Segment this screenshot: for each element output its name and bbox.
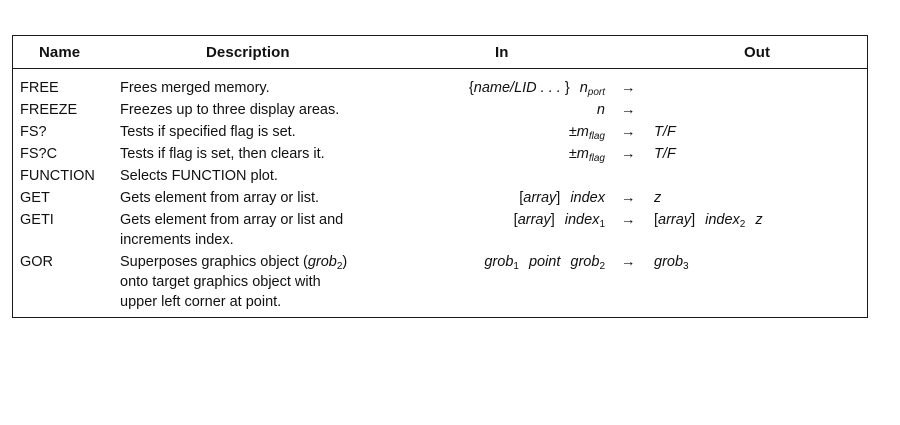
arg-m: m [576, 124, 589, 140]
result-grob-subscript: 3 [683, 261, 689, 272]
command-name: GET [20, 190, 50, 206]
description-text: ) [342, 254, 348, 270]
bracket-open: [ [519, 190, 524, 206]
output-args: grob3 [654, 252, 689, 272]
result-tf: T/F [654, 146, 676, 162]
result-array: array [658, 212, 692, 228]
arg-index: index [570, 190, 605, 206]
arrow: → [621, 190, 636, 206]
result-z: z [654, 190, 662, 206]
header-out: Out [744, 44, 771, 61]
command-name: FS?C [20, 146, 58, 162]
command-table: Name Description In Out FREE Frees merge… [12, 35, 868, 318]
arg-grob-subscript: 1 [513, 261, 519, 272]
table-header: Name Description In Out [13, 36, 867, 69]
arrow: → [621, 102, 636, 118]
header-description: Description [206, 44, 290, 61]
description-grob: grob [307, 254, 337, 270]
command-description: Freezes up to three display areas. [120, 100, 395, 120]
brace-close: } [564, 80, 570, 96]
result-grob: grob [654, 254, 684, 270]
arg-n: n [596, 102, 605, 118]
command-name: FS? [20, 124, 47, 140]
arg-index: index [564, 212, 600, 228]
description-line: Freezes up to three display areas. [120, 102, 340, 118]
bracket-open: [ [513, 212, 518, 228]
plus-minus: ± [568, 124, 577, 140]
command-description: Gets element from array or list and incr… [120, 210, 395, 250]
input-args: ±mflag [569, 122, 605, 142]
description-line: Selects FUNCTION plot. [120, 168, 278, 184]
bracket-close: ] [556, 190, 561, 206]
command-description: Tests if specified flag is set. [120, 122, 395, 142]
input-args: {name/LID . . . } nport [469, 78, 605, 98]
bracket-close: ] [691, 212, 696, 228]
arg-array: array [517, 212, 551, 228]
input-args: [array] index1 [514, 210, 605, 230]
arg-n: n [579, 80, 588, 96]
arg-m-subscript: flag [588, 153, 605, 164]
arg-grob: grob [570, 254, 600, 270]
arg-m: m [576, 146, 589, 162]
description-line: Tests if flag is set, then clears it. [120, 146, 325, 162]
description-line: upper left corner at point. [120, 294, 282, 310]
input-args: ±mflag [569, 144, 605, 164]
plus-minus: ± [568, 146, 577, 162]
arrow: → [621, 146, 636, 162]
description-line: increments index. [120, 232, 234, 248]
command-description: Selects FUNCTION plot. [120, 166, 395, 186]
command-description: Tests if flag is set, then clears it. [120, 144, 395, 164]
command-name: FREEZE [20, 102, 78, 118]
description-line: Gets element from array or list and [120, 212, 344, 228]
description-line: Gets element from array or list. [120, 190, 320, 206]
arg-ellipsis: . . . [536, 80, 565, 96]
bracket-open: [ [654, 212, 659, 228]
output-args: T/F [654, 144, 676, 164]
output-args: T/F [654, 122, 676, 142]
result-tf: T/F [654, 124, 676, 140]
description-text: Superposes graphics object ( [120, 254, 308, 270]
arg-n-subscript: port [587, 87, 605, 98]
command-name: GETI [20, 212, 54, 228]
arg-point: point [528, 254, 561, 270]
command-name: FREE [20, 80, 59, 96]
arg-grob: grob [484, 254, 514, 270]
description-grob-subscript: 2 [336, 261, 343, 272]
output-args: z [654, 188, 661, 208]
arrow: → [621, 124, 636, 140]
header-name: Name [39, 44, 81, 61]
arg-m-subscript: flag [588, 131, 605, 142]
arrow: → [621, 254, 636, 270]
command-description: Superposes graphics object (grob2) onto … [120, 252, 395, 312]
bracket-close: ] [550, 212, 555, 228]
command-name: FUNCTION [20, 168, 95, 184]
arrow: → [621, 212, 636, 228]
command-description: Frees merged memory. [120, 78, 395, 98]
description-line: onto target graphics object with [120, 274, 321, 290]
header-in: In [495, 44, 509, 61]
arg-array: array [523, 190, 557, 206]
arrow: → [621, 80, 636, 96]
description-line: Superposes graphics object (grob2) [120, 252, 395, 272]
description-line: Frees merged memory. [120, 80, 270, 96]
command-name: GOR [20, 254, 54, 270]
arg-index-subscript: 1 [599, 219, 605, 230]
command-description: Gets element from array or list. [120, 188, 395, 208]
result-index: index [705, 212, 740, 228]
arg-name-lid: name/LID [473, 80, 537, 96]
result-index-subscript: 2 [739, 219, 746, 230]
description-line: Tests if specified flag is set. [120, 124, 296, 140]
result-z: z [755, 212, 763, 228]
arg-grob-subscript: 2 [599, 261, 605, 272]
input-args: [array] index [519, 188, 605, 208]
brace-open: { [468, 80, 474, 96]
input-args: n [597, 100, 605, 120]
